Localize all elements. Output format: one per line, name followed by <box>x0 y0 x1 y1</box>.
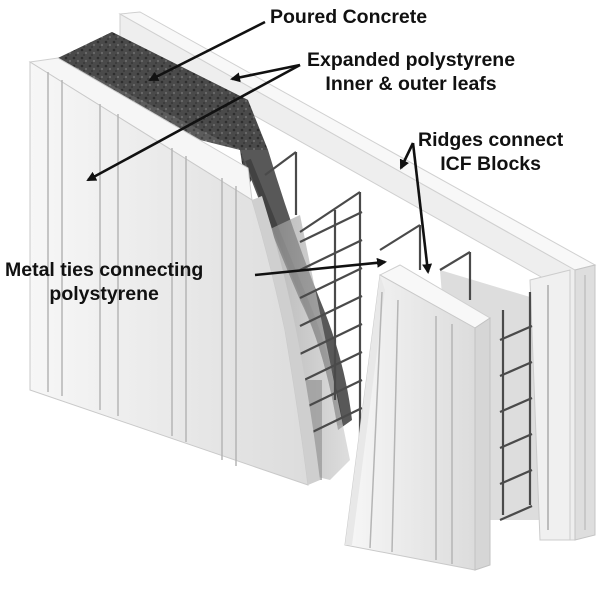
leader-arrows <box>86 20 433 277</box>
rebar-tie <box>499 324 533 342</box>
rebar-bar <box>299 191 361 233</box>
rebar-tie <box>299 323 363 355</box>
rebar-tie <box>499 504 533 522</box>
rebar-tie <box>499 360 533 378</box>
rear-right-leaf <box>529 269 571 541</box>
rebar-bar <box>379 224 421 251</box>
label-line: Poured Concrete <box>270 6 428 28</box>
rebar-bar <box>264 151 297 176</box>
rebar-tie <box>299 295 363 327</box>
rebar-tie <box>299 379 363 411</box>
label-expanded-polystyrene: Expanded polystyrene Inner & outer leafs <box>307 48 515 96</box>
rebar-bar <box>439 251 471 271</box>
label-poured-concrete: Poured Concrete <box>270 5 427 29</box>
label-line: Ridges connect <box>418 129 564 151</box>
rebar-tie <box>499 468 533 486</box>
foam-ridges-right <box>369 291 453 564</box>
rebar-tie <box>299 239 363 271</box>
arrow-polystyrene-outer <box>86 63 301 182</box>
foam-ridge <box>391 299 399 553</box>
rebar-ladder-right <box>499 292 533 522</box>
arrow-metal-ties <box>254 257 387 277</box>
label-line: ICF Blocks <box>440 153 541 175</box>
rebar-tie <box>499 432 533 450</box>
label-ridges: Ridges connect ICF Blocks <box>418 128 563 176</box>
arrow-poured-concrete <box>148 20 266 82</box>
arrow-polystyrene-inner <box>230 63 301 83</box>
rebar-tie <box>299 267 363 299</box>
arrow-ridges-inner <box>399 142 415 170</box>
label-line: Metal ties connecting <box>5 259 204 281</box>
label-line: polystyrene <box>49 283 159 305</box>
label-line: Inner & outer leafs <box>325 73 497 95</box>
metal-ties-rebar <box>264 151 472 440</box>
rebar-tie <box>499 396 533 414</box>
arrow-ridges-outer <box>411 142 433 274</box>
label-line: Expanded polystyrene <box>307 49 516 71</box>
rebar-tie <box>299 351 363 383</box>
foam-ridge <box>369 291 383 549</box>
outer-foam-block-right <box>344 264 491 571</box>
label-metal-ties: Metal ties connecting polystyrene <box>5 258 203 306</box>
rebar-tie <box>299 211 363 243</box>
